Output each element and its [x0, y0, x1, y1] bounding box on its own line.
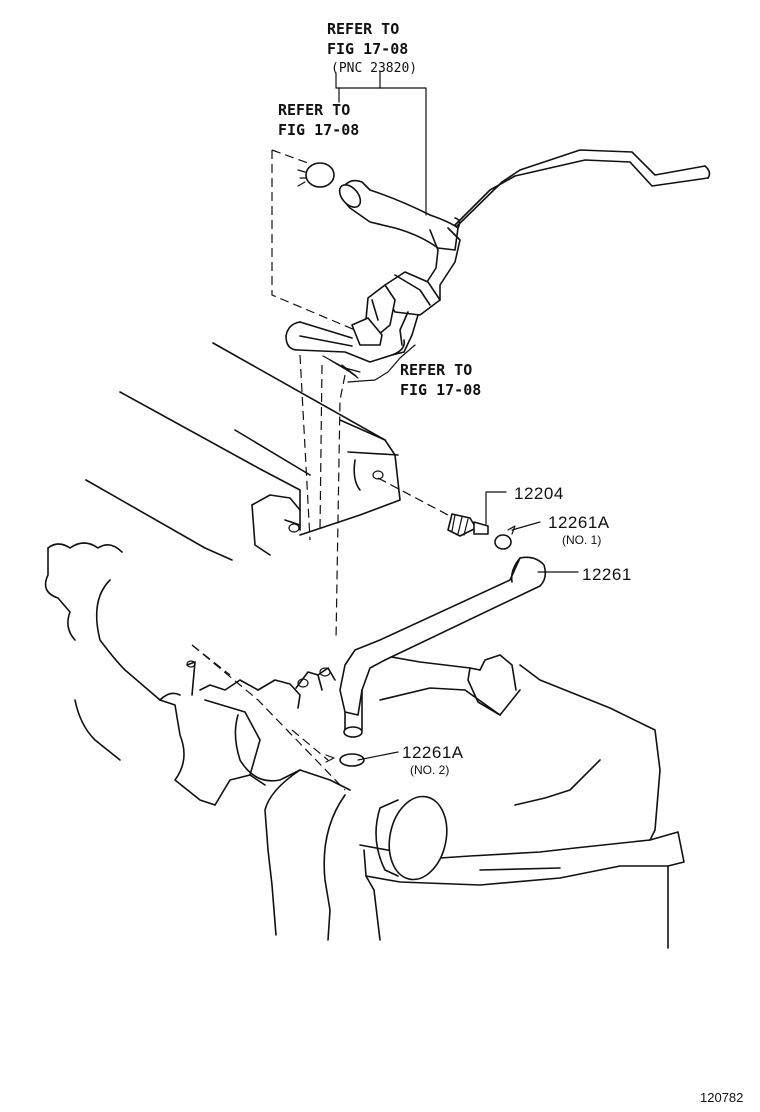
part-number-12261a-no2: 12261A [402, 743, 464, 762]
ref-mid-line1: REFER TO [400, 361, 472, 379]
leader-lines [191, 149, 449, 791]
engine-outline [44, 342, 685, 949]
figure-number: 120782 [700, 1090, 743, 1105]
ref-top-line2: FIG 17-08 [327, 40, 408, 58]
clamp-icon [297, 162, 335, 188]
part-note-no2: (NO. 2) [410, 763, 449, 777]
ref-mid-line2: FIG 17-08 [400, 381, 481, 399]
ref-top-pnc: (PNC 23820) [331, 61, 417, 76]
upper-hose-assembly [285, 149, 711, 379]
part-note-no1: (NO. 1) [562, 533, 601, 547]
clamp-no2 [325, 753, 365, 767]
ref-top-line1: REFER TO [327, 20, 399, 38]
pcv-valve-12204 [447, 513, 489, 537]
ref-left-line1: REFER TO [278, 101, 350, 119]
part-number-12261a-no1: 12261A [548, 513, 610, 532]
part-number-12261: 12261 [582, 565, 632, 584]
clamp-no1 [494, 525, 516, 550]
label-leaders [335, 71, 579, 761]
part-number-12204: 12204 [514, 484, 564, 503]
ref-left-line2: FIG 17-08 [278, 121, 359, 139]
hose-12261 [339, 556, 547, 738]
